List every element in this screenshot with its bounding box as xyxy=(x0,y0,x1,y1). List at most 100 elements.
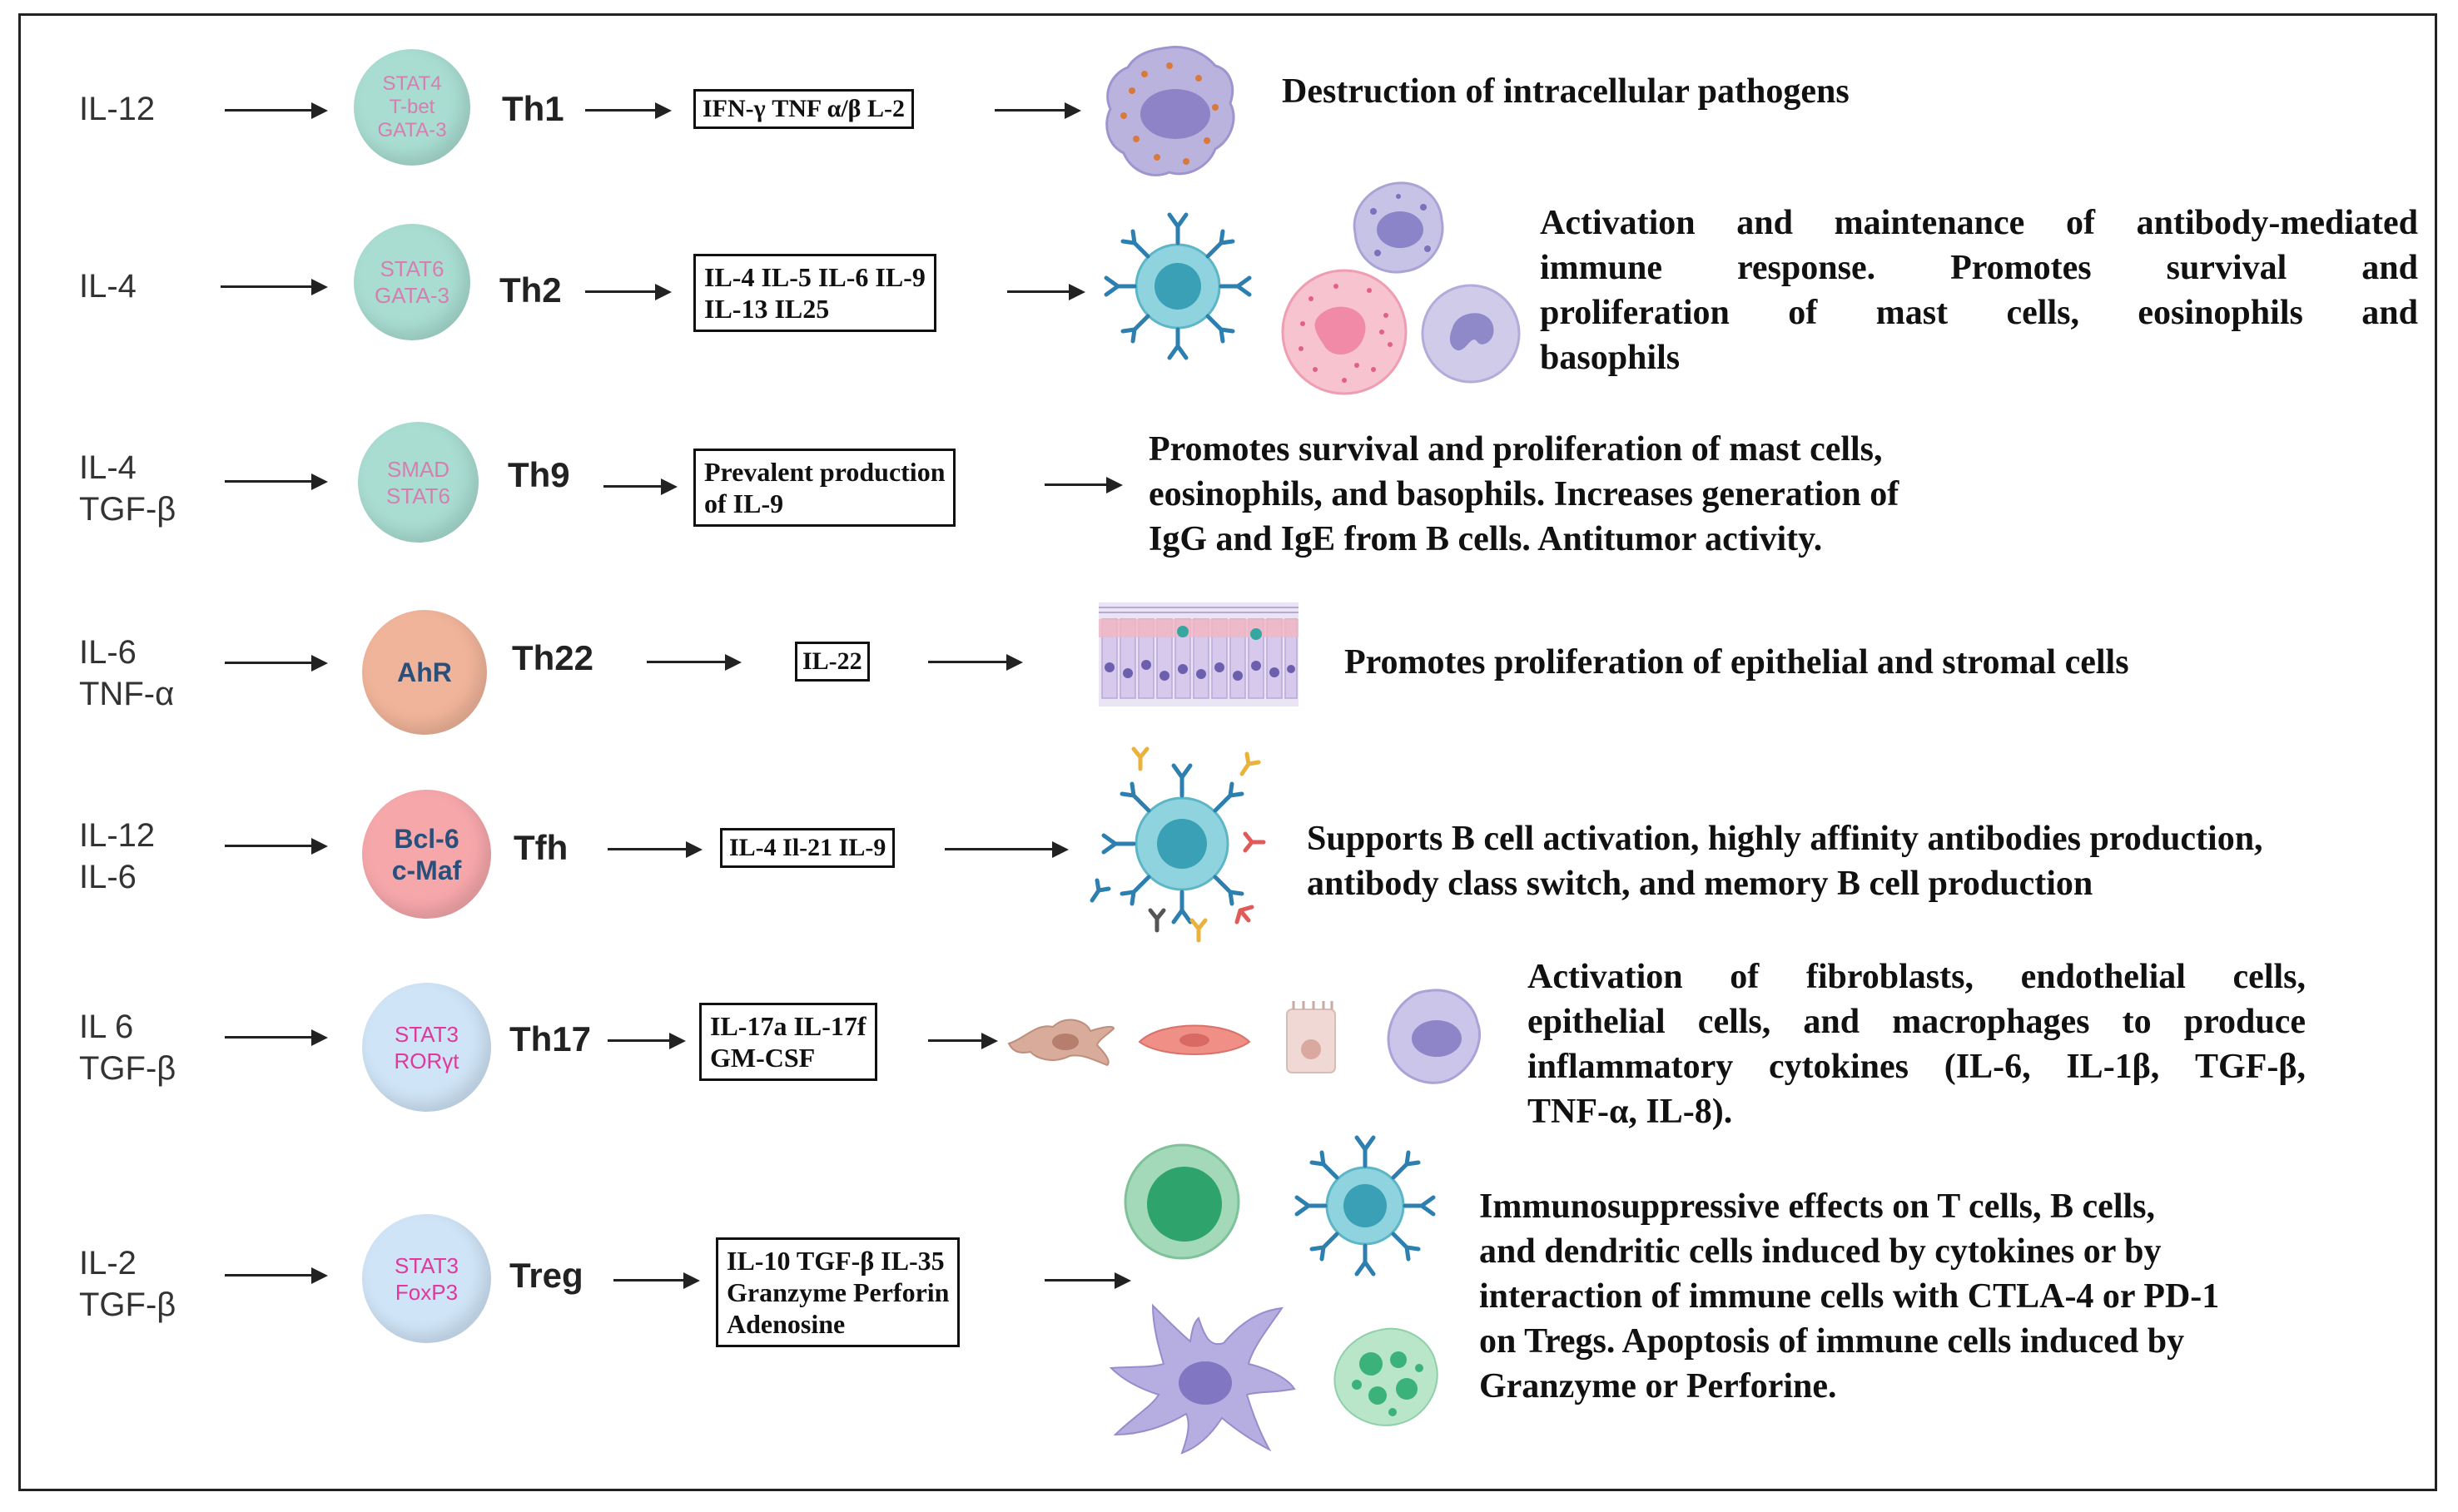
cytokine-list: Prevalent production xyxy=(704,457,946,487)
description-line: Immunosuppressive effects on T cells, B … xyxy=(1479,1187,2156,1226)
description-line: epithelial cells, and macrophages to pro… xyxy=(1527,1003,2306,1041)
description-line: Granzyme or Perforine. xyxy=(1479,1367,1837,1405)
arrow xyxy=(225,1029,328,1046)
fibroblast-icon xyxy=(1007,1019,1115,1067)
cell-name: Th17 xyxy=(509,1019,592,1058)
tf-label: STAT4 xyxy=(382,72,442,95)
cytokine-list: IL-13 IL25 xyxy=(704,294,830,324)
epithelial-cell-icon xyxy=(1286,1001,1336,1073)
row-inputs: IL-12 IL-6 xyxy=(79,815,155,898)
function-description: Promotes survival and proliferation of m… xyxy=(1149,427,1899,562)
tf-label: SMAD xyxy=(386,456,450,482)
eosinophil-icon xyxy=(1421,284,1521,384)
row-inputs: IL 6 TGF-β xyxy=(79,1006,176,1089)
input-cytokine: TGF-β xyxy=(79,1286,176,1323)
transcription-factor-circle: SMAD STAT6 xyxy=(358,422,479,543)
function-description: Immunosuppressive effects on T cells, B … xyxy=(1479,1184,2219,1409)
description-line: interaction of immune cells with CTLA-4 … xyxy=(1479,1277,2220,1316)
row-inputs: IL-2 TGF-β xyxy=(79,1242,176,1326)
description-line: IgG and IgE from B cells. Antitumor acti… xyxy=(1149,520,1823,558)
description-line: basophils xyxy=(1540,339,1681,377)
description-line: Promotes proliferation of epithelial and… xyxy=(1344,643,2129,682)
tf-label: STAT6 xyxy=(385,483,451,508)
tf-label: GATA-3 xyxy=(374,283,450,308)
tf-label: RORγt xyxy=(394,1048,459,1073)
tf-label: AhR xyxy=(397,657,452,687)
description-line: proliferation of mast cells, eosinophils… xyxy=(1540,294,2418,332)
arrow xyxy=(1045,1272,1131,1289)
b-cell-antibody-icon xyxy=(1104,212,1252,360)
transcription-factor-circle: STAT6 GATA-3 xyxy=(354,224,470,340)
basophil-icon xyxy=(1353,181,1444,274)
b-cell-antibody-icon xyxy=(1294,1135,1436,1277)
transcription-factor-circle: AhR xyxy=(362,610,487,735)
input-cytokine: IL-4 xyxy=(79,449,137,486)
cytokine-list: IL-4 IL-5 IL-6 IL-9 xyxy=(704,262,926,292)
arrow xyxy=(928,1033,998,1049)
cytokine-box: Prevalent production of IL-9 xyxy=(693,449,956,527)
row-inputs: IL-4 TGF-β xyxy=(79,447,176,530)
function-description: Promotes proliferation of epithelial and… xyxy=(1344,640,2129,685)
description-line: immune response. Promotes survival and xyxy=(1540,249,2418,287)
arrow xyxy=(1045,477,1123,493)
cytokine-box: IL-17a IL-17f GM-CSF xyxy=(699,1003,877,1081)
epithelium-icon xyxy=(1099,602,1299,706)
arrow xyxy=(603,478,678,495)
transcription-factor-circle: STAT3 RORγt xyxy=(362,983,491,1112)
dendritic-cell-icon xyxy=(1109,1303,1296,1455)
endothelial-cell-icon xyxy=(1138,1024,1251,1055)
cytokine-box: IL-4 IL-5 IL-6 IL-9 IL-13 IL25 xyxy=(693,254,936,332)
arrow xyxy=(613,1272,700,1289)
cytokine-list: Adenosine xyxy=(727,1309,846,1339)
apoptotic-cell-icon xyxy=(1333,1327,1438,1426)
input-cytokine: IL 6 xyxy=(79,1009,134,1045)
cytokine-box: IL-4 Il-21 IL-9 xyxy=(720,828,896,868)
arrow xyxy=(928,654,1023,671)
b-cell-antibody-icon xyxy=(1090,746,1266,943)
cytokine-box: IFN-γ TNF α/β L-2 xyxy=(693,89,914,129)
description-line: eosinophils, and basophils. Increases ge… xyxy=(1149,475,1899,513)
cytokine-list: IFN-γ TNF α/β L-2 xyxy=(703,95,905,122)
arrow xyxy=(221,279,328,295)
description-line: Destruction of intracellular pathogens xyxy=(1282,72,1850,111)
transcription-factor-circle: Bcl-6 c-Maf xyxy=(362,790,491,919)
t-cell-icon xyxy=(1124,1143,1240,1260)
input-cytokine: IL-6 xyxy=(79,859,137,895)
arrow xyxy=(225,1267,328,1284)
arrow xyxy=(585,102,672,119)
cytokine-list: of IL-9 xyxy=(704,488,784,518)
tf-label: FoxP3 xyxy=(395,1279,459,1305)
row-inputs: IL-6 TNF-α xyxy=(79,632,174,715)
arrow xyxy=(608,1033,686,1049)
description-line: TNF-α, IL-8). xyxy=(1527,1093,1733,1131)
cell-name: Tfh xyxy=(514,828,569,867)
arrow xyxy=(995,102,1081,119)
macrophage-icon xyxy=(1387,989,1482,1084)
input-cytokine: IL-6 xyxy=(79,634,137,671)
tf-label: Bcl-6 xyxy=(394,823,459,854)
arrow xyxy=(647,654,742,671)
diagram-frame: IL-12 STAT4 T-bet GATA-3 Th1 IFN-γ TNF α… xyxy=(18,13,2437,1491)
function-description: Activation of fibroblasts, endothelial c… xyxy=(1527,954,2306,1134)
description-line: Activation of fibroblasts, endothelial c… xyxy=(1527,958,2306,996)
cytokine-box: IL-22 xyxy=(795,642,870,682)
description-line: antibody class switch, and memory B cell… xyxy=(1307,865,2093,903)
description-line: and dendritic cells induced by cytokines… xyxy=(1479,1232,2162,1271)
tf-label: STAT3 xyxy=(394,1252,459,1278)
cytokine-list: Granzyme Perforin xyxy=(727,1277,950,1307)
tf-label: STAT6 xyxy=(380,256,444,281)
input-cytokine: TNF-α xyxy=(79,676,175,712)
arrow xyxy=(1007,284,1085,300)
mast-cell-icon xyxy=(1281,269,1408,395)
cell-name: Th22 xyxy=(512,638,594,677)
description-line: Activation and maintenance of antibody-m… xyxy=(1540,204,2418,242)
description-line: Promotes survival and proliferation of m… xyxy=(1149,430,1883,468)
arrow xyxy=(608,841,703,858)
input-cytokine: IL-12 xyxy=(79,91,156,127)
cell-name: Treg xyxy=(509,1256,583,1295)
input-cytokine: TGF-β xyxy=(79,491,176,528)
function-description: Destruction of intracellular pathogens xyxy=(1282,69,1850,114)
cytokine-list: GM-CSF xyxy=(710,1043,816,1073)
row-inputs: IL-12 xyxy=(79,88,155,130)
tf-label: GATA-3 xyxy=(377,119,447,141)
